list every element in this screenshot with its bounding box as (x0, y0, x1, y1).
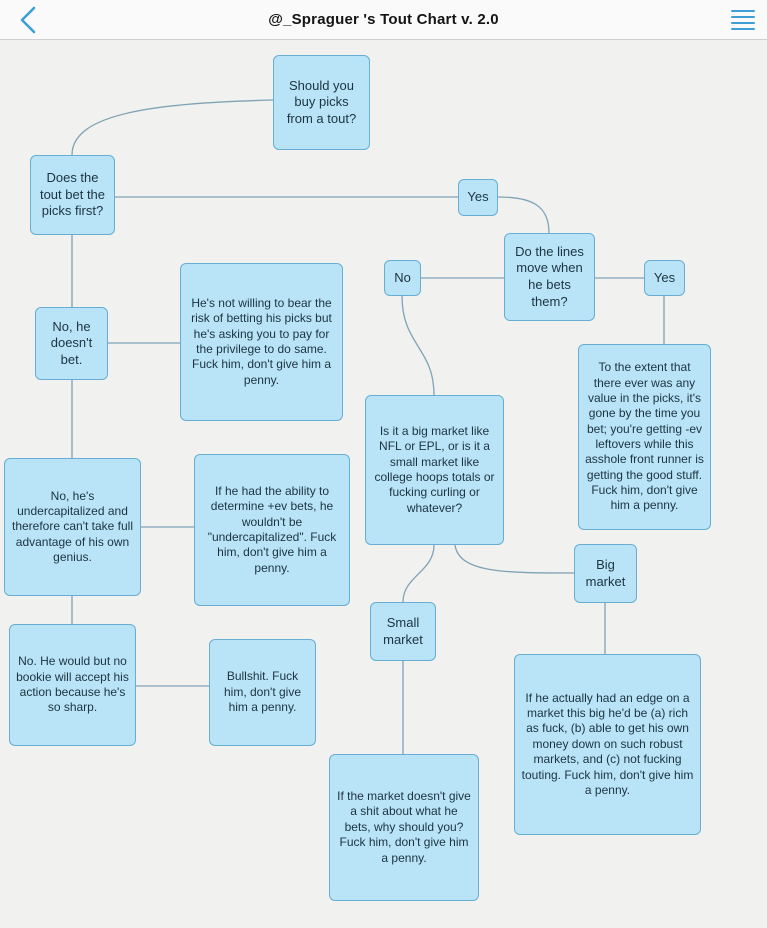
node-value-gone-front-runner: To the extent that there ever was any va… (578, 344, 711, 530)
hamburger-menu-icon (731, 10, 755, 12)
edge-market-size-to-big-market (454, 544, 575, 574)
edge-no1-to-market-size (401, 295, 435, 396)
node-not-willing-to-bear-risk: He's not willing to bear the risk of bet… (180, 263, 343, 421)
edge-market-size-to-small-market (402, 544, 435, 603)
back-button[interactable] (10, 3, 46, 37)
node-small-market: Small market (370, 602, 436, 661)
edge-yes1-to-lines-move (497, 196, 550, 234)
node-ability-to-determine-ev: If he had the ability to determine +ev b… (194, 454, 350, 606)
node-market-doesnt-care: If the market doesn't give a shit about … (329, 754, 479, 901)
node-edge-on-big-market: If he actually had an edge on a market t… (514, 654, 701, 835)
node-big-market: Big market (574, 544, 637, 603)
app-header: @_Spraguer 's Tout Chart v. 2.0 (0, 0, 767, 40)
node-big-or-small-market: Is it a big market like NFL or EPL, or i… (365, 395, 504, 545)
node-no-he-doesnt-bet: No, he doesn't bet. (35, 307, 108, 380)
node-does-tout-bet-first: Does the tout bet the picks first? (30, 155, 115, 235)
node-undercapitalized: No, he's undercapitalized and therefore … (4, 458, 141, 596)
page-title: @_Spraguer 's Tout Chart v. 2.0 (268, 11, 499, 28)
node-bullshit: Bullshit. Fuck him, don't give him a pen… (209, 639, 316, 746)
node-do-lines-move: Do the lines move when he bets them? (504, 233, 595, 321)
node-no-lines-dont-move: No (384, 260, 421, 296)
node-yes-bets-first: Yes (458, 179, 498, 216)
menu-button[interactable] (723, 6, 755, 34)
back-chevron-icon (20, 6, 36, 34)
node-should-you-buy: Should you buy picks from a tout? (273, 55, 370, 150)
edge-start-to-bet-first (71, 99, 274, 156)
node-yes-lines-move: Yes (644, 260, 685, 296)
node-no-bookie-accepts: No. He would but no bookie will accept h… (9, 624, 136, 746)
